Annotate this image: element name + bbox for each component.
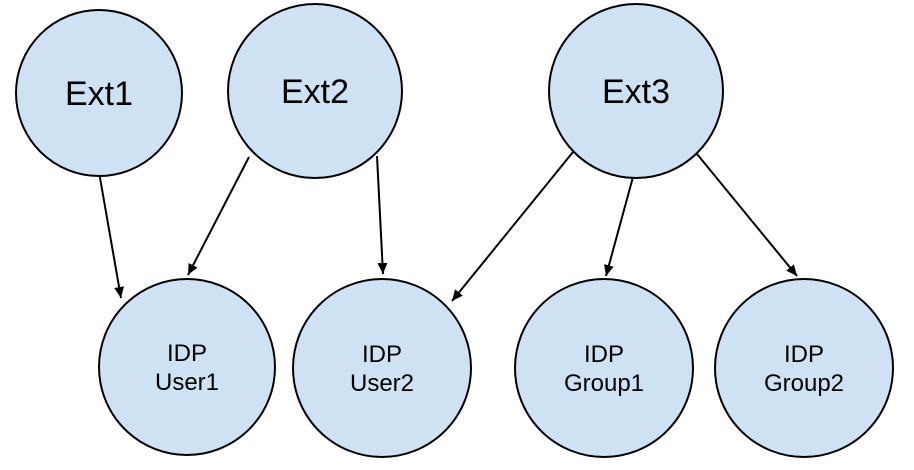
edge-ext2-to-idp-user2	[376, 155, 388, 275]
node-idp-user1-shape	[98, 278, 276, 456]
node-ext2-shape	[227, 3, 403, 179]
node-idp-user2-shape	[292, 278, 472, 458]
node-ext3: Ext3	[548, 3, 724, 179]
node-ext2-label: Ext2	[281, 73, 349, 111]
edge-ext3-to-idp-user2	[451, 151, 574, 302]
node-ext2: Ext2	[227, 3, 403, 179]
edge-ext3-to-idp-group1	[604, 176, 634, 277]
node-idp-group2-shape	[714, 278, 894, 458]
edge-ext3-to-idp-group2	[696, 153, 798, 277]
node-ext1: Ext1	[15, 9, 183, 177]
node-ext3-shape	[548, 3, 724, 179]
node-ext1-label: Ext1	[65, 75, 133, 113]
node-idp-group1-shape	[514, 278, 694, 458]
node-ext3-label: Ext3	[602, 73, 670, 111]
node-ext1-shape	[15, 9, 183, 177]
edge-ext1-to-idp-user1	[98, 171, 125, 299]
edge-ext2-to-idp-user1	[187, 156, 250, 276]
